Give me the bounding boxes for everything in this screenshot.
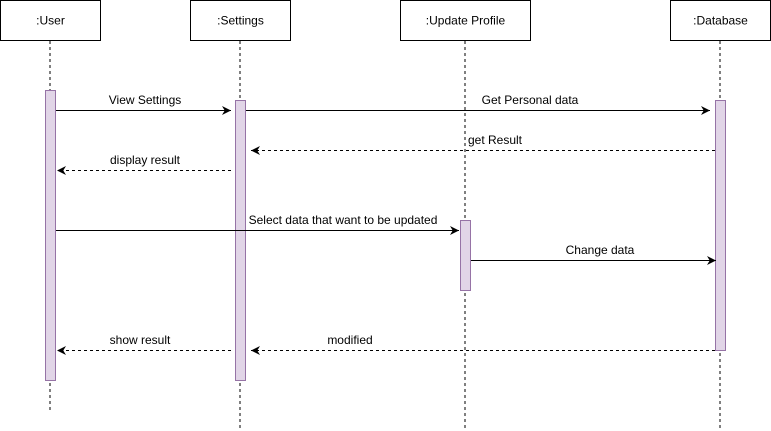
- participant-database[interactable]: :Database: [670, 0, 771, 41]
- message-label: Change data: [566, 243, 635, 257]
- activation-bar-database: [715, 100, 726, 351]
- message-label: Get Personal data: [482, 93, 579, 107]
- participant-box: [0, 0, 101, 41]
- participant-update-profile[interactable]: :Update Profile: [400, 0, 531, 41]
- participant-label: :Update Profile: [426, 14, 506, 28]
- message-label: View Settings: [109, 93, 182, 107]
- participant-box: [400, 0, 531, 41]
- message-label: show result: [110, 333, 171, 347]
- message-get-personal-data[interactable]: Get Personal data: [246, 93, 710, 115]
- activation-bar-settings: [235, 100, 246, 381]
- participant-user[interactable]: :User: [0, 0, 101, 41]
- message-label: display result: [110, 153, 181, 167]
- message-label: Select data that want to be updated: [249, 213, 438, 227]
- message-select-data[interactable]: Select data that want to be updated: [56, 213, 459, 235]
- message-label: modified: [327, 333, 372, 347]
- message-modified[interactable]: modified: [251, 333, 715, 355]
- activation-bar-update-profile: [460, 220, 471, 291]
- participant-label: :User: [36, 14, 65, 28]
- participant-label: :Settings: [217, 14, 264, 28]
- participant-box: [190, 0, 291, 41]
- message-view-settings[interactable]: View Settings: [56, 93, 231, 115]
- message-display-result[interactable]: display result: [57, 153, 231, 175]
- participant-settings[interactable]: :Settings: [190, 0, 291, 41]
- participant-label: :Database: [693, 14, 748, 28]
- activation-bar-user: [45, 90, 56, 381]
- message-change-data[interactable]: Change data: [471, 243, 716, 265]
- message-label: get Result: [468, 133, 523, 147]
- activations: [45, 90, 726, 381]
- message-show-result[interactable]: show result: [57, 333, 231, 355]
- message-get-result[interactable]: get Result: [251, 133, 715, 155]
